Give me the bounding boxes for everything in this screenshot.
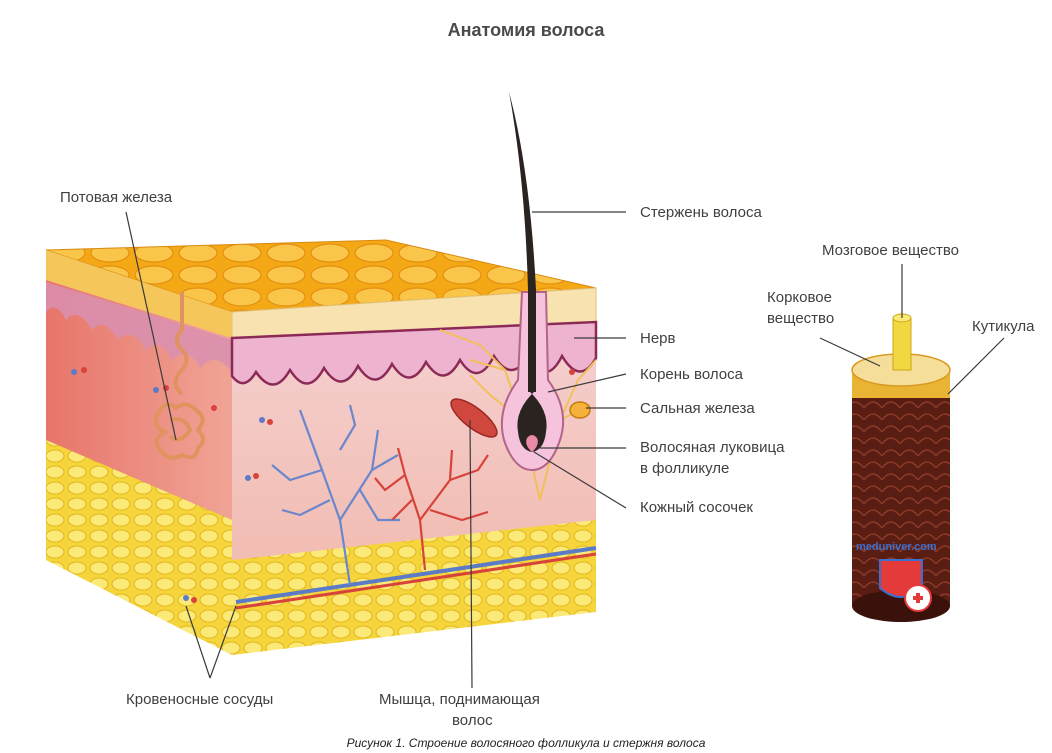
label-nerve: Нерв (640, 330, 676, 347)
label-arrector-muscle-line1: Мышца, поднимающая (379, 691, 540, 708)
leader-hair-root (547, 373, 627, 393)
epidermis-left (46, 250, 232, 338)
leader-cortex (819, 337, 881, 367)
diagram-title: Анатомия волоса (447, 20, 605, 40)
hair-bulb (517, 390, 547, 452)
label-dermal-papilla: Кожный сосочек (640, 499, 753, 516)
horizontal-artery (235, 552, 597, 610)
leader-lines (125, 211, 1005, 689)
figure-caption: Рисунок 1. Строение волосяного фолликула… (346, 736, 706, 750)
horizontal-vein (235, 546, 597, 604)
arrector-muscle (450, 398, 498, 438)
leader-sweat-gland (125, 211, 177, 441)
left-papillary-layer (46, 282, 232, 372)
sebaceous-gland (569, 401, 591, 419)
vessel-dots (71, 367, 575, 603)
label-medulla: Мозговое вещество (822, 242, 960, 259)
label-blood-vessels: Кровеносные сосуды (126, 691, 274, 708)
watermark: meduniver.com (856, 541, 937, 553)
label-cuticle: Кутикула (972, 318, 1035, 335)
label-cortex-line2: вещество (767, 310, 835, 327)
medulla-core (892, 317, 912, 371)
leader-papilla (533, 451, 627, 509)
leader-cuticle (947, 337, 1005, 395)
leader-blood-vessels-1 (185, 605, 211, 679)
label-sweat-gland: Потовая железа (60, 189, 173, 206)
hair-strand-section (851, 313, 951, 622)
dermal-papilla (526, 435, 538, 452)
fat-front (232, 520, 596, 655)
label-bulb-line2: в фолликуле (640, 460, 730, 477)
fat-left-side (46, 440, 232, 655)
leader-muscle (469, 419, 473, 689)
label-hair-root: Корень волоса (640, 366, 743, 383)
label-bulb-line1: Волосяная луковица (640, 439, 785, 456)
label-cortex-line1: Корковое (767, 289, 832, 306)
label-hair-shaft: Стержень волоса (640, 204, 762, 221)
leader-blood-vessels-2 (209, 605, 237, 679)
label-sebaceous-gland: Сальная железа (640, 400, 755, 417)
hair-shaft (509, 92, 536, 392)
label-arrector-muscle-line2: волос (452, 712, 493, 729)
artery-tree (374, 447, 489, 571)
